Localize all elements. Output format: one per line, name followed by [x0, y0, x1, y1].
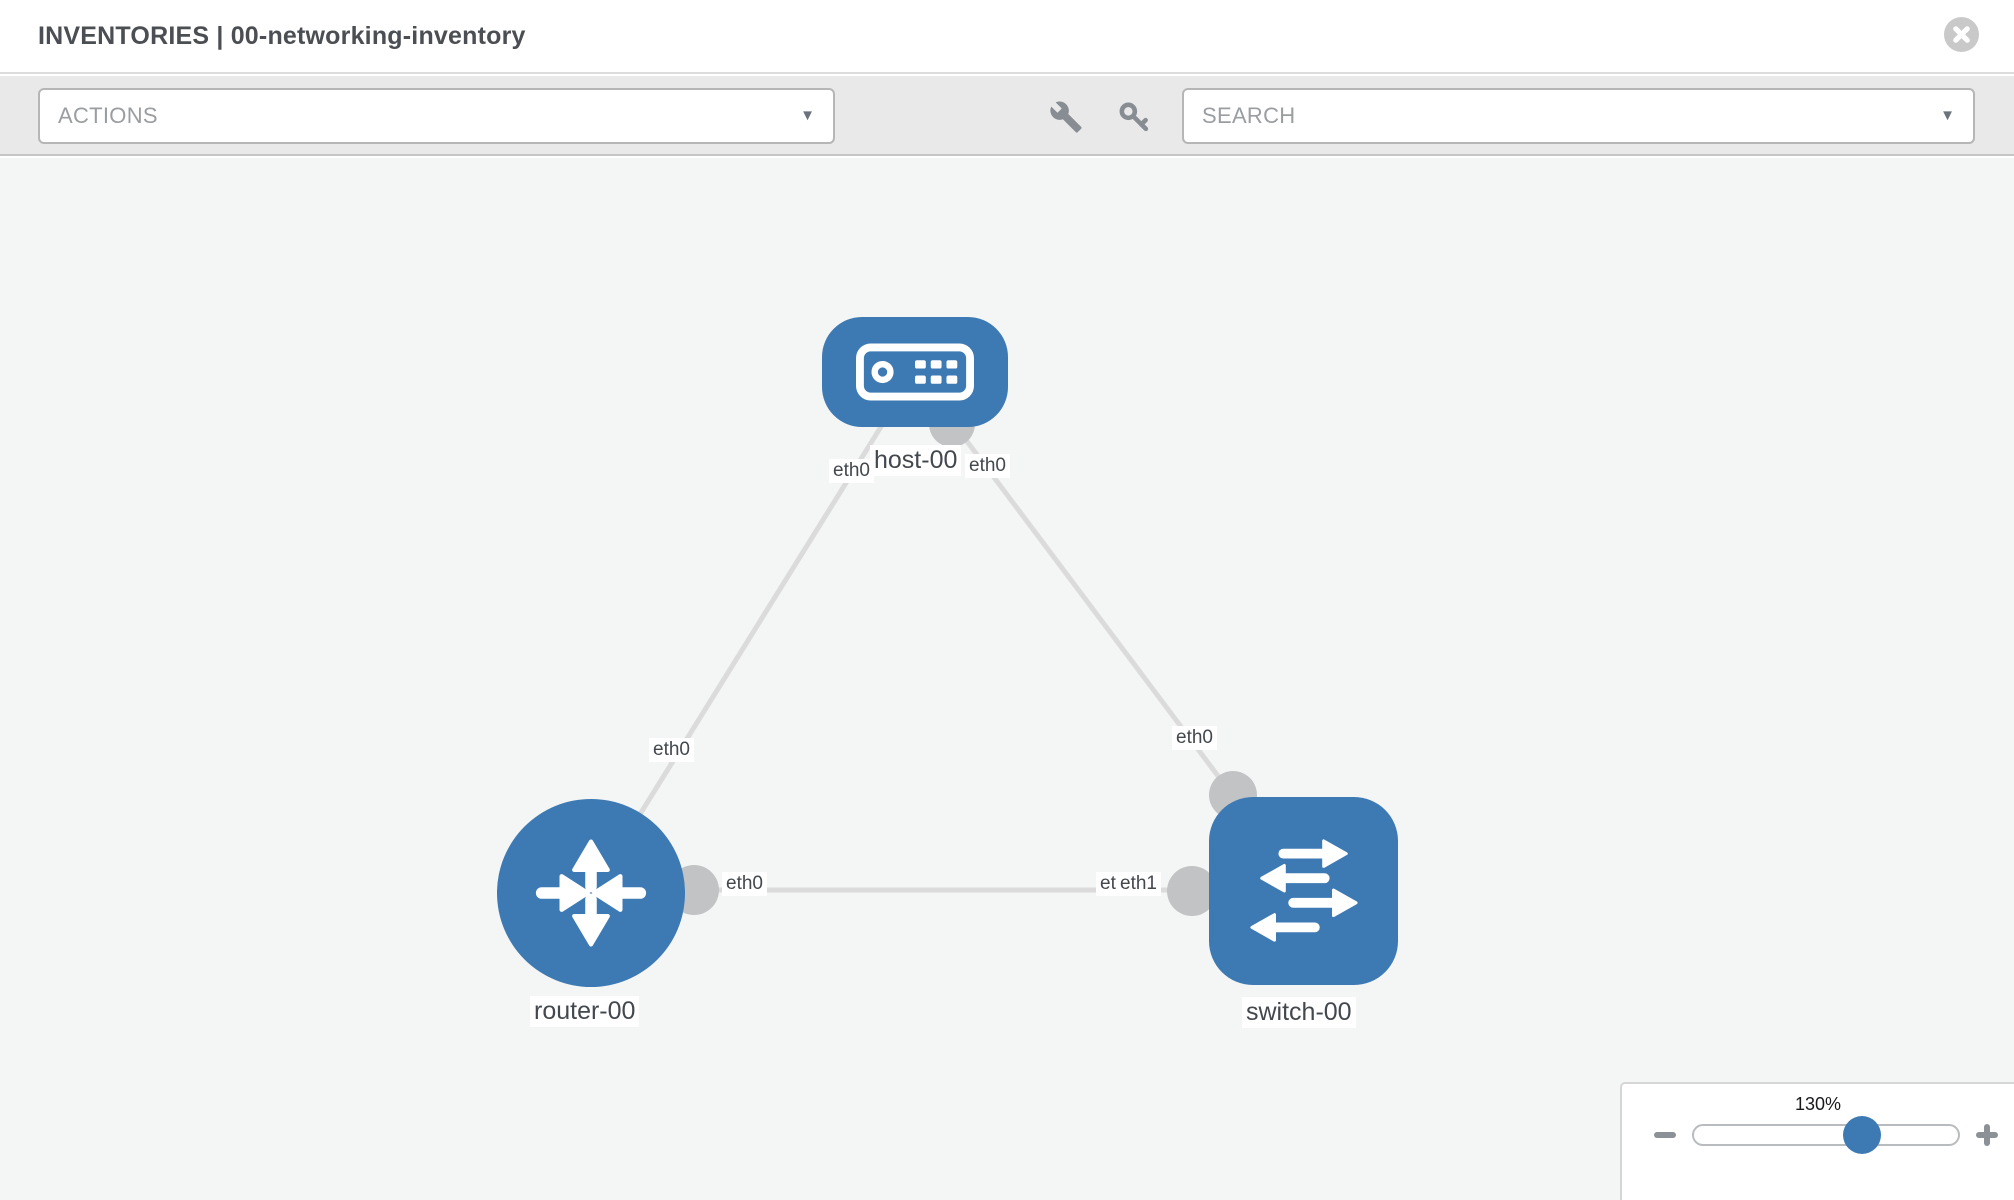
- plus-icon: [1976, 1124, 1998, 1146]
- iface-label-switch-left-front: eth1: [1116, 872, 1161, 896]
- header-bar: INVENTORIES | 00-networking-inventory: [0, 0, 2014, 74]
- switch-arrows-icon: [1249, 839, 1358, 942]
- iface-label-router-right: eth0: [722, 872, 767, 896]
- wrench-icon: [1050, 101, 1082, 133]
- key-icon: [1119, 102, 1149, 132]
- node-label-host: host-00: [870, 445, 962, 476]
- topology-canvas[interactable]: [0, 158, 2014, 1200]
- actions-dropdown[interactable]: ACTIONS ▼: [38, 88, 835, 144]
- page-title: INVENTORIES | 00-networking-inventory: [38, 22, 526, 50]
- close-icon: [1953, 26, 1970, 43]
- close-button[interactable]: [1944, 17, 1979, 52]
- zoom-level: 130%: [1794, 1094, 1842, 1114]
- node-label-switch: switch-00: [1242, 997, 1356, 1028]
- actions-dropdown-label: ACTIONS: [58, 103, 158, 128]
- iface-label-host-right: eth0: [965, 454, 1010, 478]
- iface-label-host-left: eth0: [829, 459, 874, 483]
- node-switch-00[interactable]: [1209, 797, 1398, 985]
- zoom-slider[interactable]: [1692, 1124, 1960, 1146]
- zoom-slider-thumb[interactable]: [1843, 1116, 1881, 1154]
- credentials-button[interactable]: [1113, 96, 1155, 138]
- node-router-00[interactable]: [497, 799, 685, 987]
- toolbar: ACTIONS ▼ SEARCH ▼: [0, 76, 2014, 156]
- zoom-panel: 130%: [1620, 1082, 2014, 1200]
- zoom-out-button[interactable]: [1650, 1120, 1680, 1150]
- minus-icon: [1654, 1132, 1676, 1138]
- iface-label-router-top: eth0: [649, 738, 694, 762]
- chevron-down-icon: ▼: [800, 107, 815, 124]
- router-arrows-icon: [535, 839, 647, 947]
- iface-label-switch-top: eth0: [1172, 726, 1217, 750]
- node-host-00[interactable]: [822, 317, 1008, 427]
- search-placeholder: SEARCH: [1202, 103, 1296, 128]
- tools-button[interactable]: [1045, 96, 1087, 138]
- search-dropdown[interactable]: SEARCH ▼: [1182, 88, 1975, 144]
- zoom-in-button[interactable]: [1972, 1120, 2002, 1150]
- server-icon: [856, 343, 974, 401]
- node-label-router: router-00: [530, 996, 640, 1027]
- chevron-down-icon: ▼: [1940, 107, 1955, 124]
